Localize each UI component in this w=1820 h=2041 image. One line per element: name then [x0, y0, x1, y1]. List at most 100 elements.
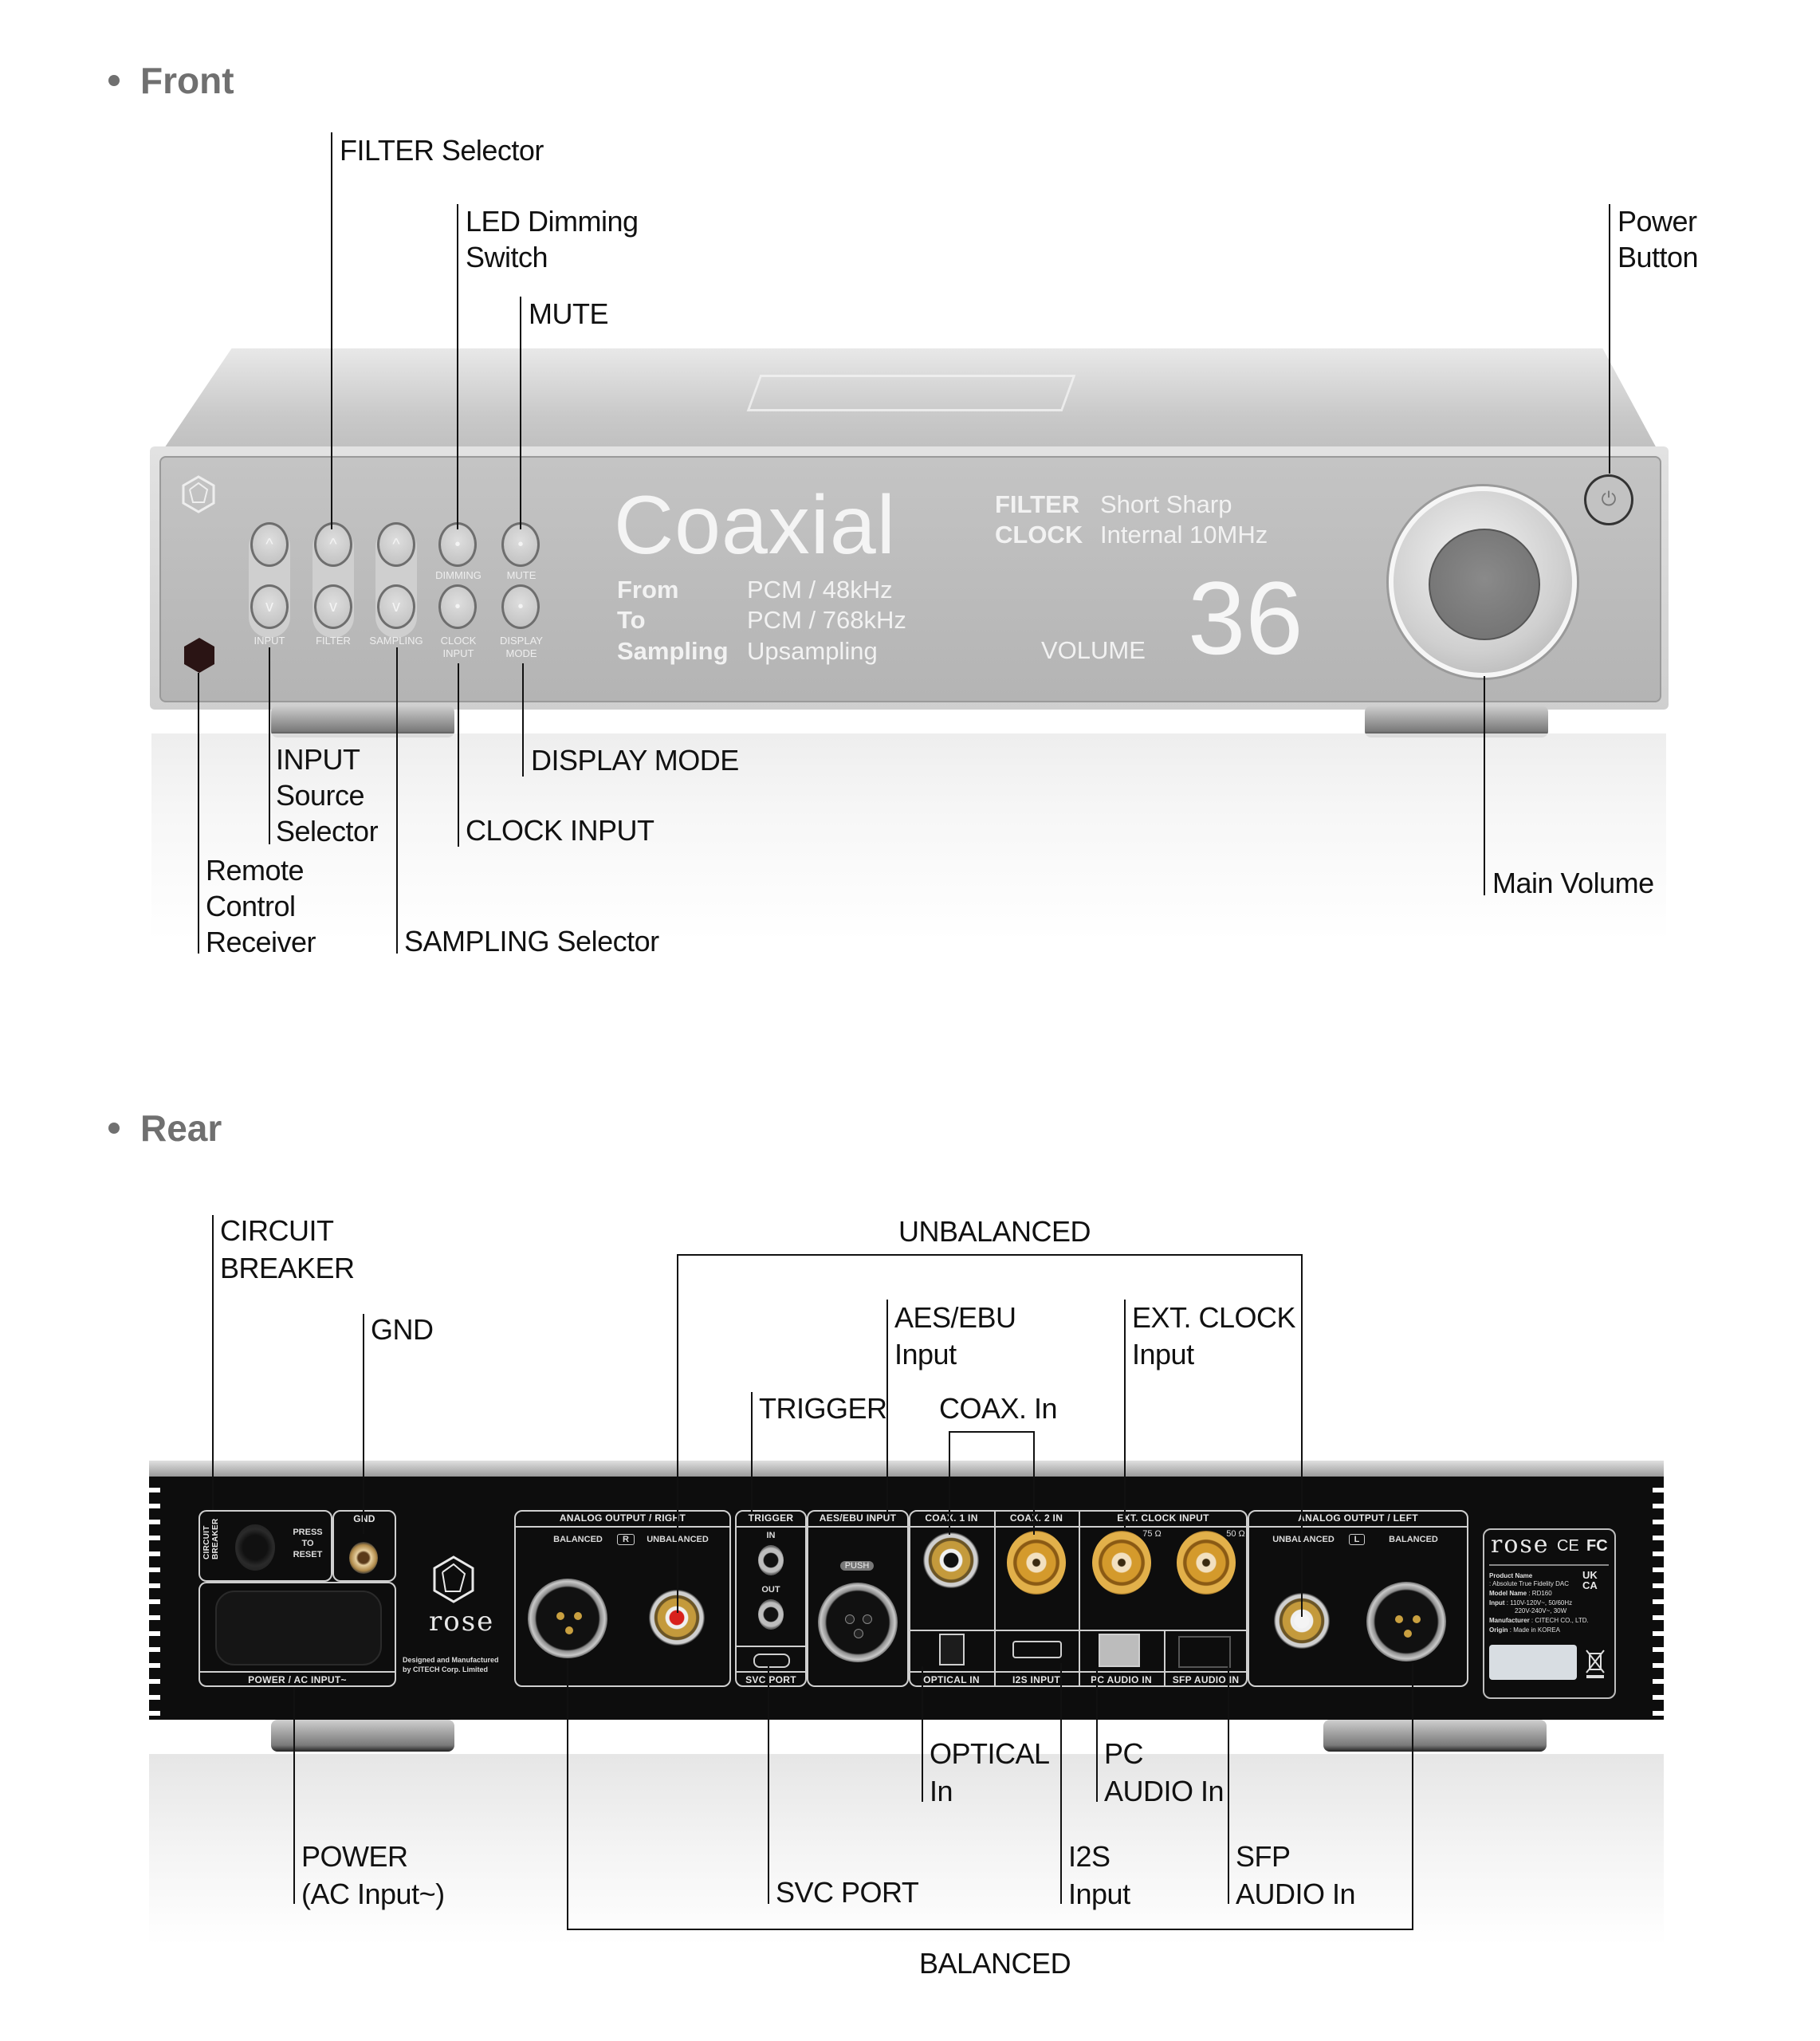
display-volume-value: 36 [1188, 560, 1303, 676]
xlr-output-right[interactable] [528, 1579, 607, 1658]
gnd-terminal[interactable] [349, 1542, 378, 1574]
display-source: Coaxial [614, 479, 896, 572]
rose-hex-logo-icon [433, 1555, 474, 1603]
fcc-mark-icon: FC [1586, 1537, 1608, 1555]
callout-led-dimming-line2: Switch [466, 241, 548, 273]
mute-button-caption: MUTE [506, 569, 537, 581]
sampling-down-button[interactable]: v [377, 584, 415, 629]
aes-ebu-box [807, 1510, 909, 1687]
balanced-right-caption: BALANCED [553, 1535, 603, 1544]
front-reflection [151, 733, 1666, 941]
rear-foot-right [1323, 1720, 1547, 1752]
front-foot-right [1365, 706, 1548, 737]
push-latch[interactable]: PUSH [840, 1561, 874, 1571]
clock-input-button[interactable]: • [438, 584, 477, 629]
callout-optical-line1: OPTICAL [930, 1737, 1050, 1770]
power-inlet-box [199, 1582, 396, 1687]
aes-ebu-leader [886, 1300, 888, 1512]
pc-audio-usb-b-input[interactable] [1099, 1634, 1140, 1667]
callout-power-line2: Button [1618, 241, 1699, 273]
sfp-audio-input[interactable] [1178, 1636, 1231, 1668]
clock-caption-line1: CLOCK [440, 635, 477, 647]
divider [735, 1646, 807, 1647]
bullet-icon [108, 75, 120, 86]
callout-ext-line2: Input [1132, 1338, 1194, 1370]
volume-knob-center[interactable] [1429, 529, 1540, 640]
sampling-up-button[interactable]: ^ [377, 522, 415, 567]
input-up-button[interactable]: ^ [250, 522, 289, 567]
optical-in-title: OPTICAL IN [923, 1674, 980, 1685]
unbalanced-bracket [677, 1254, 1302, 1256]
divider [994, 1510, 996, 1687]
analog-right-title: ANALOG OUTPUT / RIGHT [559, 1512, 686, 1524]
sfp-audio-title: SFP AUDIO IN [1172, 1674, 1240, 1685]
rear-reflection [149, 1754, 1664, 1945]
ext-clock-50-bnc[interactable] [1177, 1531, 1236, 1595]
filter-down-button[interactable]: v [314, 584, 352, 629]
chevron-up-icon: ^ [265, 535, 273, 553]
label-origin-key: Origin [1489, 1626, 1508, 1634]
callout-circuit-line2: BREAKER [220, 1252, 355, 1284]
iec-power-inlet[interactable] [215, 1591, 382, 1665]
power-button-leader [1609, 204, 1610, 474]
label-manufacturer-key: Manufacturer [1489, 1617, 1530, 1624]
ukca-line2: CA [1582, 1579, 1598, 1591]
divider [1489, 1564, 1609, 1566]
filter-up-button[interactable]: ^ [314, 522, 352, 567]
coax2-bnc-input[interactable] [1007, 1531, 1066, 1595]
rear-heading-text: Rear [140, 1107, 222, 1149]
gnd-leader [363, 1314, 364, 1534]
label-input-value2: 220V-240V~, 30W [1515, 1607, 1567, 1614]
circuit-breaker-reset-button[interactable] [235, 1524, 275, 1571]
rear-unit-top [149, 1461, 1664, 1477]
circuit-breaker-title: CIRCUIT BREAKER [202, 1518, 220, 1559]
heatsink-right [1653, 1477, 1664, 1720]
coax-bracket-right [1033, 1431, 1035, 1535]
chevron-up-icon: ^ [392, 535, 400, 553]
aes-ebu-title: AES/EBU INPUT [819, 1512, 897, 1524]
display-mode-button[interactable]: • [501, 584, 540, 629]
unbalanced-left-caption: UNBALANCED [1272, 1535, 1335, 1544]
callout-coax-in: COAX. In [939, 1392, 1058, 1425]
callout-remote-line2: Control [206, 890, 296, 922]
callout-aes-line2: Input [894, 1338, 957, 1370]
circuit-breaker-leader [212, 1215, 214, 1510]
display-to-key: To [617, 606, 646, 634]
sampling-button-caption: SAMPLING [369, 635, 423, 647]
callout-power-ac-line2: (AC Input~) [301, 1878, 445, 1910]
display-caption-line2: MODE [505, 647, 537, 659]
label-origin-row: Origin : Made in KOREA [1489, 1626, 1560, 1634]
power-ac-title: POWER / AC INPUT~ [248, 1674, 347, 1685]
rear-heading: Rear [108, 1107, 222, 1150]
callout-sfp-line2: AUDIO In [1236, 1878, 1356, 1910]
trigger-out-jack[interactable] [758, 1599, 784, 1630]
balanced-bracket [567, 1929, 1413, 1930]
aes-ebu-xlr-input[interactable] [818, 1583, 898, 1662]
dot-icon: • [517, 597, 524, 615]
circuit-breaker-box [199, 1510, 332, 1582]
callout-main-volume: Main Volume [1492, 867, 1654, 899]
ext-clock-75-bnc[interactable] [1092, 1531, 1151, 1595]
i2s-hdmi-input[interactable] [1012, 1641, 1062, 1658]
divider [807, 1526, 909, 1528]
coax1-input[interactable] [923, 1532, 979, 1588]
xlr-output-left[interactable] [1366, 1582, 1446, 1662]
divider [514, 1526, 731, 1528]
optical-input[interactable] [939, 1634, 965, 1665]
power-button[interactable]: ⏻ [1584, 474, 1633, 525]
bullet-icon [108, 1123, 120, 1134]
callout-filter-selector: FILTER Selector [340, 134, 544, 167]
callout-ext-line1: EXT. CLOCK [1132, 1301, 1296, 1334]
divider [1248, 1526, 1468, 1528]
trigger-in-jack[interactable] [758, 1545, 784, 1575]
label-model-value: : RD160 [1528, 1590, 1552, 1597]
callout-remote-line3: Receiver [206, 926, 316, 958]
analog-output-right-box [514, 1510, 731, 1687]
svc-port-leader [768, 1666, 769, 1904]
usb-c-svc-port[interactable] [753, 1654, 790, 1668]
input-down-button[interactable]: v [250, 584, 289, 629]
